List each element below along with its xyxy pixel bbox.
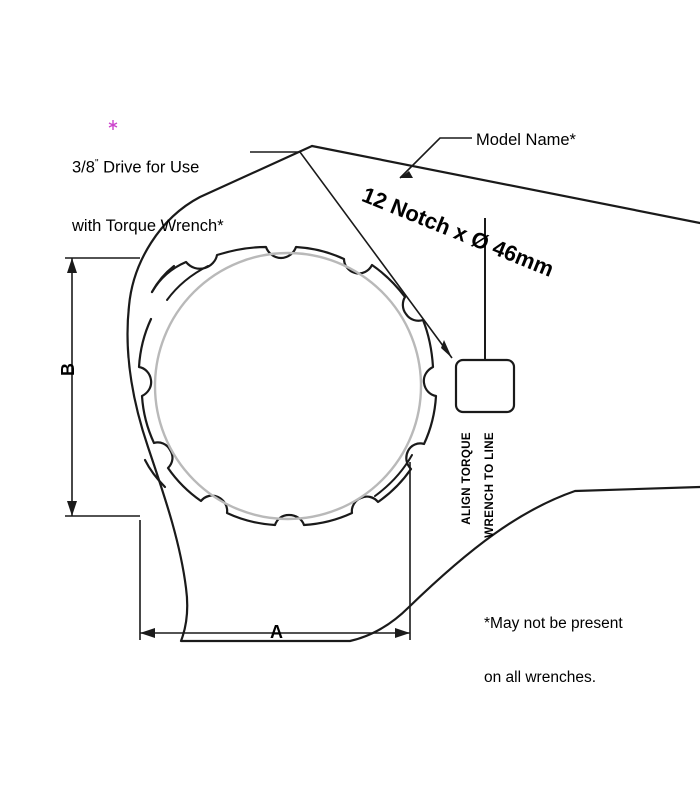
drive-label: 3/8" Drive for Use with Torque Wrench* [72, 119, 224, 275]
drive-label-inch-mark: " [94, 157, 99, 169]
drive-label-rest: Drive for Use [98, 158, 200, 177]
notched-ring-outline [137, 245, 438, 527]
align-torque-label: ALIGN TORQUE [461, 432, 473, 525]
wrench-body-outline [126, 144, 700, 643]
dimension-a-label: A [270, 622, 283, 642]
drive-square [454, 358, 516, 414]
model-name-label: Model Name* [476, 131, 576, 149]
leader-drive-label [250, 151, 453, 359]
footnote-line2: on all wrenches. [484, 669, 597, 687]
drive-label-size: 3/8 [72, 158, 95, 177]
drive-label-line2: with Torque Wrench* [72, 216, 224, 235]
ring-gap-detail [143, 264, 176, 489]
bore-circle [153, 251, 423, 521]
ring-inner-contour [166, 265, 413, 497]
leader-model-name [399, 137, 472, 179]
dimension-b-label: B [58, 363, 78, 376]
dimension-a [139, 462, 411, 640]
footnote-line1: *May not be present [484, 614, 623, 632]
footnote: *May not be present on all wrenches. [484, 578, 623, 724]
wrench-to-line-label: WRENCH TO LINE [484, 432, 496, 538]
accent-mark-icon [108, 120, 118, 130]
dimension-b [65, 257, 140, 517]
